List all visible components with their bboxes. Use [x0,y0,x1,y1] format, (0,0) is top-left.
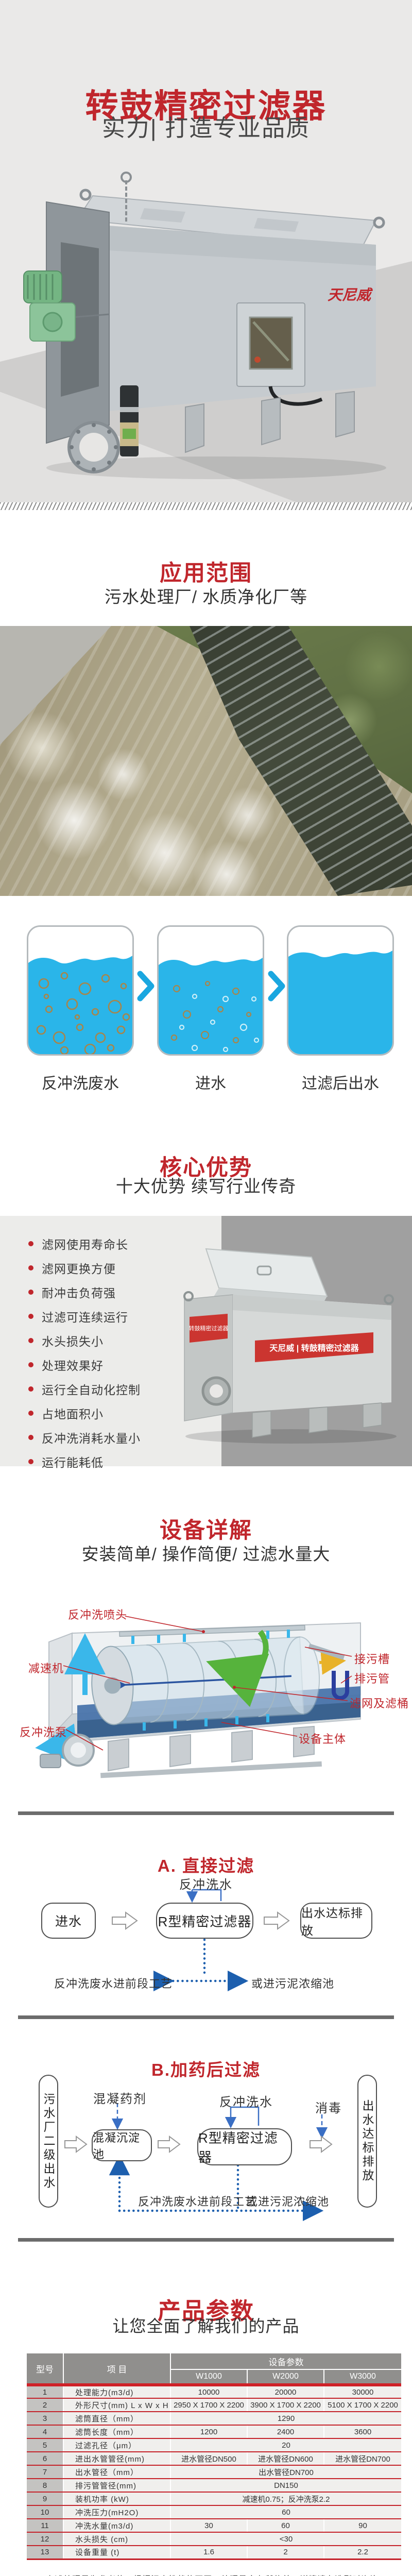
cutaway-diagram: 反冲洗喷头 减速机 反冲洗泵 接污槽 排污管 滤网及滤桶 设备主体 [0,1584,412,1806]
flow-b-dose-label: 混凝药剂 [93,2092,147,2106]
label-main-body: 设备主体 [299,1733,347,1745]
advantage-item: 占地面积小 [28,1401,141,1425]
advantages-machine-photo: 转鼓精密过滤器 天尼威 | 转鼓精密过滤器 [183,1248,397,1444]
advantage-item: 耐冲击负荷强 [28,1280,141,1304]
arrow-right-icon [137,971,154,1002]
label-sludge-trough: 接污槽 [354,1653,390,1666]
hero-machine-image: 天尼威 [23,172,386,479]
flow-a-title: A. 直接过滤 [157,1856,255,1875]
advantage-item: 滤网更换方便 [28,1256,141,1280]
tank-inlet [157,925,264,1056]
flow-b-connectors [64,2103,333,2222]
flow-b-title: B.加药后过滤 [151,2060,261,2079]
label-backwash-sprayer: 反冲洗喷头 [68,1608,128,1621]
advantage-item: 运行能耗低 [28,1449,141,1473]
tank-backwash [27,925,134,1056]
flow-a-note-right: 或进污泥浓缩池 [251,1977,335,1990]
advantages-section: 滤网使用寿命长 滤网更换方便 耐冲击负荷强 过滤可连续运行 水头损失小 处理效果… [0,1216,412,1469]
tank-label-inlet: 进水 [195,1075,226,1092]
advantage-item: 水头损失小 [28,1328,141,1352]
col-header-w3000: W3000 [324,2369,401,2385]
section-rule [18,2015,394,2019]
flow-b-box-source: 污水厂二级出水 [39,2075,58,2208]
flow-b-box-coagulation: 混凝沉淀池 [92,2129,152,2161]
col-header-item: 项 目 [63,2353,171,2385]
col-header-model: 型号 [27,2353,64,2385]
application-title: 应用范围 [160,561,252,586]
equipment-title: 设备详解 [160,1518,252,1543]
page-title: 转鼓精密过滤器 [85,87,327,125]
tank-filtered [287,925,394,1056]
core-title: 核心优势 [160,1155,252,1180]
flow-a-box-outlet: 出水达标排放 [300,1903,372,1939]
flow-a-box-filter: R型精密过滤器 [156,1903,253,1939]
equipment-subtitle: 安装简单/ 操作简便/ 过滤水量大 [81,1545,331,1564]
col-header-w1000: W1000 [170,2369,248,2385]
flow-b-chart: 污水厂二级出水 混凝药剂 反冲洗水 消毒 混凝沉淀池 R型精密过滤器 出水达标排… [0,2071,412,2236]
parameters-subtitle: 让您全面了解我们的产品 [112,2317,300,2335]
label-gear-reducer: 减速机 [28,1662,64,1675]
flow-b-note-right: 或进污泥浓缩池 [246,2195,330,2208]
advantages-list: 滤网使用寿命长 滤网更换方便 耐冲击负荷强 过滤可连续运行 水头损失小 处理效果… [28,1231,141,1473]
wastewater-photo [0,626,412,896]
flow-a-connectors [112,1889,290,1992]
tank-label-backwash: 反冲洗废水 [42,1075,119,1092]
cutaway-illustration [35,1616,361,1778]
machine-brand-logo: 天尼威 [328,287,373,303]
application-subtitle: 污水处理厂/ 水质净化厂等 [104,587,308,606]
flow-a-backwash-label: 反冲洗水 [179,1878,233,1892]
col-header-w2000: W2000 [247,2369,324,2385]
hero-section: 转鼓精密过滤器 实力| 打造专业品质 [0,0,412,502]
section-rule [18,2238,394,2242]
advantage-item: 运行全自动化控制 [28,1377,141,1401]
tank-label-filtered: 过滤后出水 [302,1075,379,1092]
table-footnote: 上述处理量为参考值，根据污水性状的不同，处理量会有所偏差，详情请在选型时咨询我司… [36,2572,386,2576]
core-subtitle: 十大优势 续写行业传奇 [115,1177,297,1196]
flow-b-disinfect-label: 消毒 [315,2102,342,2115]
flow-b-box-filter: R型精密过滤器 [197,2128,292,2165]
advantage-item: 过滤可连续运行 [28,1304,141,1328]
flow-b-box-outlet: 出水达标排放 [357,2075,377,2208]
label-filter-drum: 滤网及滤桶 [350,1697,409,1710]
machine-strip-text: 天尼威 | 转鼓精密过滤器 [269,1343,359,1353]
machine-banner-text: 转鼓精密过滤器 [189,1325,229,1332]
flow-b-backwash-label: 反冲洗水 [219,2095,273,2109]
arrow-right-icon [268,971,285,1002]
label-drain-pipe: 排污管 [354,1672,390,1685]
section-rule [18,1811,394,1815]
parameters-title: 产品参数 [157,2298,254,2325]
col-header-group: 设备参数 [170,2353,401,2370]
filtration-stages-diagram: 反冲洗废水 进水 过滤后出水 [0,925,412,1095]
advantage-item: 反冲洗消耗水量小 [28,1425,141,1449]
label-backwash-pump: 反冲洗泵 [20,1726,67,1739]
flow-a-chart: 反冲洗水 进水 R型精密过滤器 出水达标排放 反冲洗废水进前段工艺 或进污泥浓缩… [0,1870,412,2004]
flow-a-note-left: 反冲洗废水进前段工艺 [54,1977,173,1990]
flow-b-note-left: 反冲洗废水进前段工艺 [138,2195,257,2208]
page-subtitle: 实力| 打造专业品质 [101,115,311,141]
advantage-item: 处理效果好 [28,1352,141,1377]
advantage-item: 滤网使用寿命长 [28,1231,141,1256]
flow-a-box-inlet: 进水 [41,1903,96,1939]
hatch-divider [0,502,412,510]
